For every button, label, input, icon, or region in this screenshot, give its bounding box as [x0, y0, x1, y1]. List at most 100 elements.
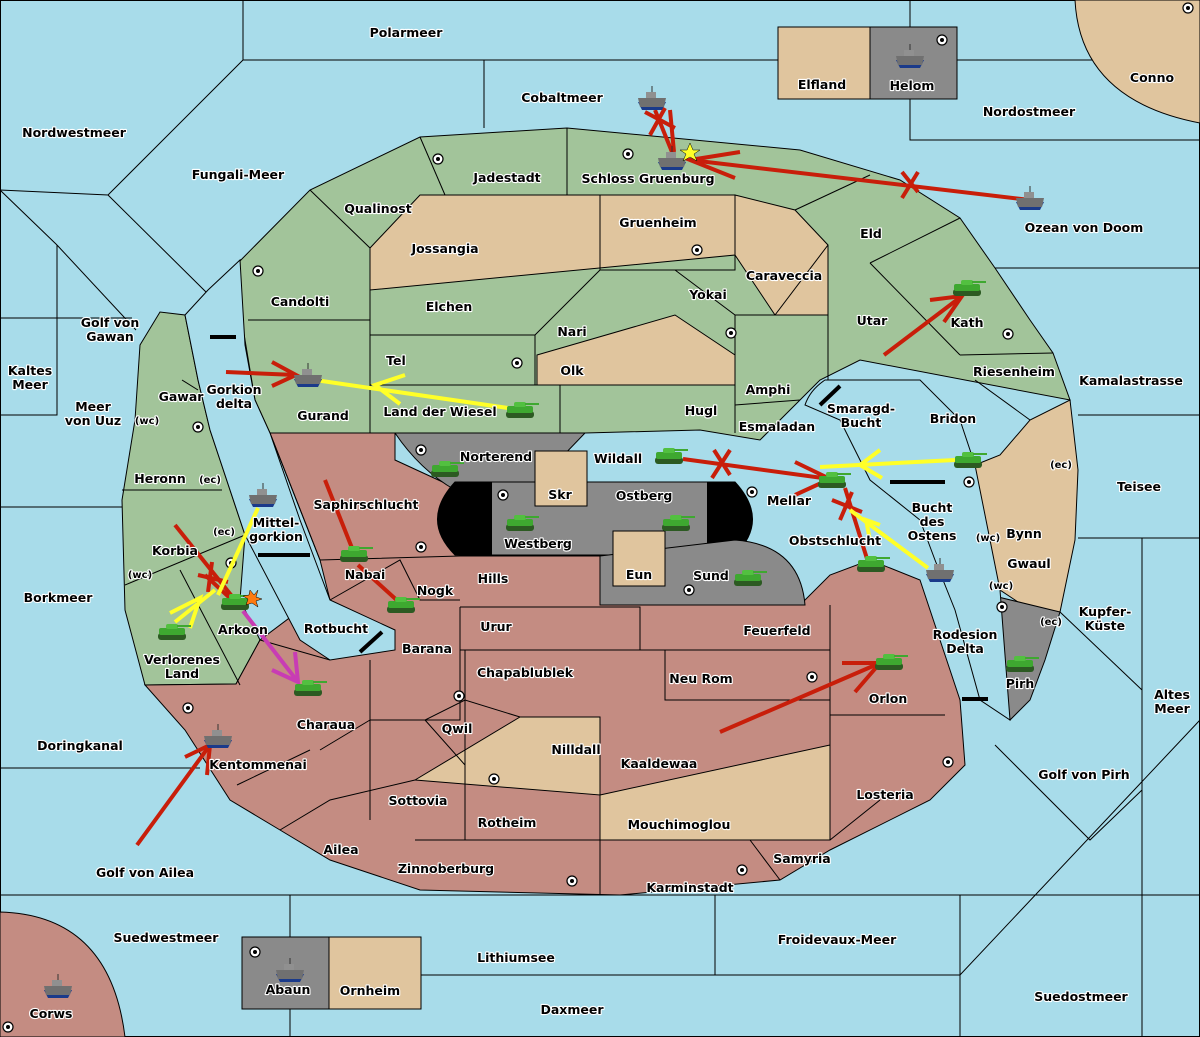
map-label: Wildall [594, 451, 642, 466]
map-label: Caraveccia [746, 268, 822, 283]
map-label: Utar [857, 313, 889, 328]
supply-center-icon [182, 702, 194, 714]
supply-center-icon [249, 946, 261, 958]
supply-center-icon [683, 584, 695, 596]
province-ornheim[interactable] [328, 936, 422, 1010]
supply-center-icon [497, 489, 509, 501]
map-label: Urur [480, 619, 512, 634]
map-label: Altes [1154, 687, 1190, 702]
map-label: Meer [75, 399, 111, 414]
map-label: Bucht [841, 415, 882, 430]
map-label: Sottovia [389, 793, 448, 808]
map-label: Meer [12, 377, 48, 392]
map-label: Bridon [930, 411, 976, 426]
map-label: Qualinost [344, 201, 411, 216]
map-label: Bynn [1006, 526, 1041, 541]
map-label: delta [216, 396, 252, 411]
map-label: Delta [946, 641, 984, 656]
supply-center-icon [746, 486, 758, 498]
map-label: Rodesion [933, 627, 998, 642]
map-label: Nogk [417, 583, 454, 598]
map-label: Hugl [685, 403, 718, 418]
map-label: Kentommenai [209, 757, 307, 772]
supply-center-icon [192, 421, 204, 433]
map-label: (ec) [1040, 617, 1062, 628]
map-label: Samyria [773, 851, 831, 866]
map-label: Borkmeer [24, 590, 94, 605]
supply-center-icon [725, 327, 737, 339]
map-label: Losteria [856, 787, 913, 802]
map-label: Esmaladan [739, 419, 815, 434]
map-label: Smaragd- [827, 401, 895, 416]
map-label: Korbia [152, 543, 198, 558]
province-elfland[interactable] [777, 26, 871, 100]
sea-gorkion[interactable] [184, 258, 396, 661]
map-label: Charaua [297, 717, 355, 732]
map-label: Mittel- [253, 515, 300, 530]
supply-center-icon [415, 541, 427, 553]
map-label: Golf von Ailea [96, 865, 194, 880]
map-label: Elfland [798, 77, 846, 92]
map-label: Zinnoberburg [398, 861, 494, 876]
supply-center-icon [691, 244, 703, 256]
map-label: Barana [402, 641, 452, 656]
province-borders [122, 128, 1054, 895]
map-label: Gawar [159, 389, 205, 404]
map-label: Gorkion [206, 382, 261, 397]
supply-center-icon [942, 756, 954, 768]
map-label: Kupfer- [1079, 604, 1132, 619]
map-label: Daxmeer [540, 1002, 604, 1017]
map-label: (ec) [199, 475, 221, 486]
map-label: Ostens [908, 528, 957, 543]
map-label: Abaun [266, 982, 311, 997]
map-label: Olk [560, 363, 584, 378]
province-conno[interactable] [1074, 0, 1200, 124]
map-label: Froidevaux-Meer [778, 932, 897, 947]
map-label: Heronn [134, 471, 186, 486]
supply-center-icon [963, 476, 975, 488]
map-label: Conno [1130, 70, 1175, 85]
label-ozean: Ozean von Doom [1025, 220, 1144, 235]
map-label: des [920, 514, 945, 529]
map-label: Jadestadt [472, 170, 540, 185]
map-label: Westberg [504, 536, 572, 551]
supply-center-icon [806, 671, 818, 683]
supply-center-icon [1182, 2, 1194, 14]
province-nilldall[interactable] [413, 716, 601, 796]
map-label: Meer [1154, 701, 1190, 716]
map-label: Amphi [746, 382, 791, 397]
labels: Polarmeer Nordwestmeer Fungali-Meer Coba… [7, 24, 1192, 1022]
map-label: Qwil [442, 721, 473, 736]
map-label: Nari [557, 324, 586, 339]
province-eun[interactable] [612, 530, 666, 587]
map-label: Norterend [460, 449, 532, 464]
map-label: Golf von [81, 315, 140, 330]
map-label: Mouchimoglou [628, 817, 731, 832]
units [43, 43, 1045, 999]
map-label: Doringkanal [37, 738, 123, 753]
map-label: Feuerfeld [743, 623, 810, 638]
map-label: Kath [951, 315, 984, 330]
province-skr[interactable] [534, 450, 588, 507]
map-label: Nilldall [551, 742, 600, 757]
label-nordwestmeer: Nordwestmeer [22, 125, 127, 140]
province-corws[interactable] [0, 911, 126, 1037]
map-label: Orlon [869, 691, 908, 706]
map-label: Candolti [271, 294, 330, 309]
supply-center-icon [736, 864, 748, 876]
map-label: Gawan [86, 329, 134, 344]
supply-center-icon [622, 148, 634, 160]
map-label: (ec) [213, 527, 235, 538]
map-label: Gurand [297, 408, 349, 423]
map-label: Neu Rom [669, 671, 732, 686]
supply-center-icon [432, 153, 444, 165]
map-label: Kaltes [8, 363, 52, 378]
map-label: Rotbucht [304, 621, 368, 636]
map-label: Riesenheim [973, 364, 1055, 379]
map-label: Saphirschlucht [314, 497, 419, 512]
supply-center-icon [488, 773, 500, 785]
label-fungali: Fungali-Meer [192, 167, 285, 182]
map-label: Kamalastrasse [1079, 373, 1183, 388]
map-label: Nabai [345, 567, 386, 582]
